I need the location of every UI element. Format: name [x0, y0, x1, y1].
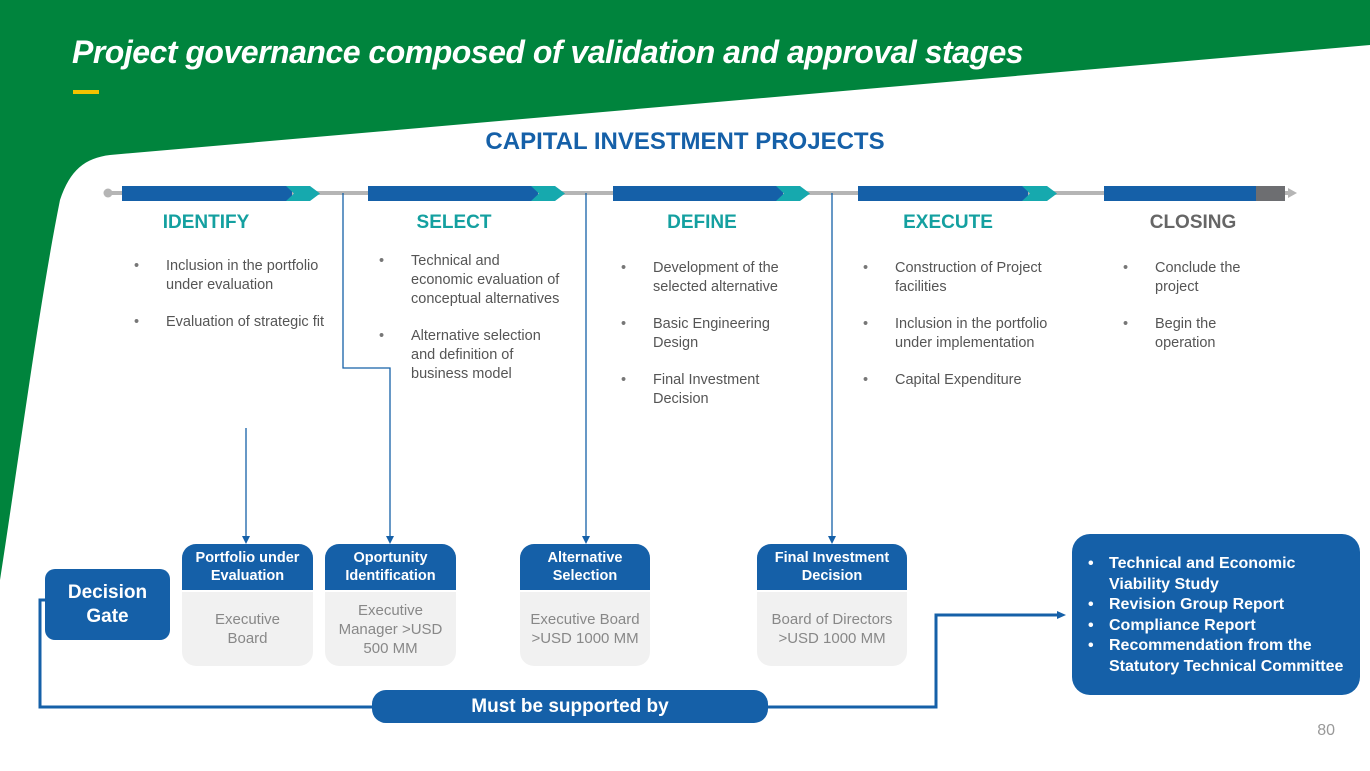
- identify-list: Inclusion in the portfolio under evaluat…: [134, 257, 334, 350]
- list-item: Inclusion in the portfolio under evaluat…: [134, 257, 334, 295]
- execute-list: Construction of Project facilities Inclu…: [863, 259, 1048, 408]
- gate-approver: Executive Board >USD 1000 MM: [530, 611, 640, 647]
- page-number: 80: [1317, 722, 1335, 739]
- gate-title: Alternative Selection: [520, 544, 650, 592]
- phase-select: SELECT: [416, 212, 492, 233]
- phase-identify: IDENTIFY: [162, 212, 250, 233]
- arrowhead-icons: [242, 536, 1066, 619]
- list-item: Basic Engineering Design: [621, 315, 801, 353]
- phase-closing: CLOSING: [1149, 212, 1237, 233]
- gate-approver: Executive Board: [214, 611, 281, 647]
- title-accent-bar: [73, 90, 99, 94]
- select-list: Technical and economic evaluation of con…: [379, 252, 564, 402]
- gate-portfolio-evaluation: Portfolio under Evaluation Executive Boa…: [182, 544, 313, 666]
- phase-bar-select: [368, 186, 565, 201]
- gate-approver: Board of Directors >USD 1000 MM: [771, 611, 893, 647]
- diagram-subtitle: CAPITAL INVESTMENT PROJECTS: [485, 128, 885, 155]
- must-be-supported-label: Must be supported by: [372, 690, 768, 723]
- list-item: Conclude the project: [1123, 259, 1273, 297]
- requirements-box: Technical and Economic Viability Study R…: [1072, 534, 1360, 695]
- phase-define: DEFINE: [667, 212, 737, 233]
- list-item: Inclusion in the portfolio under impleme…: [863, 315, 1048, 353]
- closing-list: Conclude the project Begin the operation: [1123, 259, 1273, 371]
- list-item: Final Investment Decision: [621, 371, 801, 409]
- requirement-item: Recommendation from the Statutory Techni…: [1088, 636, 1350, 677]
- gate-approver: Executive Manager >USD 500 MM: [338, 601, 443, 657]
- gate-final-investment-decision: Final Investment Decision Board of Direc…: [757, 544, 907, 666]
- list-item: Development of the selected alternative: [621, 259, 801, 297]
- list-item: Capital Expenditure: [863, 371, 1048, 390]
- phase-bar-identify: [122, 186, 320, 201]
- timeline-start-dot: [103, 188, 113, 198]
- list-item: Construction of Project facilities: [863, 259, 1048, 297]
- timeline-arrow-icon: [1288, 188, 1297, 198]
- phase-bar-define: [613, 186, 810, 201]
- list-item: Alternative selection and definition of …: [379, 327, 564, 384]
- support-bracket: [38, 598, 1060, 709]
- page-title: Project governance composed of validatio…: [72, 34, 1024, 70]
- phase-bar-execute: [858, 186, 1057, 201]
- connector-lines: [245, 193, 833, 538]
- requirement-item: Technical and Economic Viability Study: [1088, 554, 1350, 595]
- gate-title: Oportunity Identification: [325, 544, 456, 592]
- phase-bar-closing: [1104, 186, 1285, 201]
- list-item: Technical and economic evaluation of con…: [379, 252, 564, 309]
- gate-title: Portfolio under Evaluation: [182, 544, 313, 592]
- list-item: Evaluation of strategic fit: [134, 313, 334, 332]
- requirement-item: Compliance Report: [1088, 616, 1350, 637]
- requirement-item: Revision Group Report: [1088, 595, 1350, 616]
- list-item: Begin the operation: [1123, 315, 1273, 353]
- phase-execute: EXECUTE: [903, 212, 993, 233]
- gate-title: Final Investment Decision: [757, 544, 907, 592]
- gate-alternative-selection: Alternative Selection Executive Board >U…: [520, 544, 650, 666]
- gate-opportunity-identification: Oportunity Identification Executive Mana…: [325, 544, 456, 666]
- decision-gate-label: Decision Gate: [45, 569, 170, 640]
- define-list: Development of the selected alternative …: [621, 259, 801, 427]
